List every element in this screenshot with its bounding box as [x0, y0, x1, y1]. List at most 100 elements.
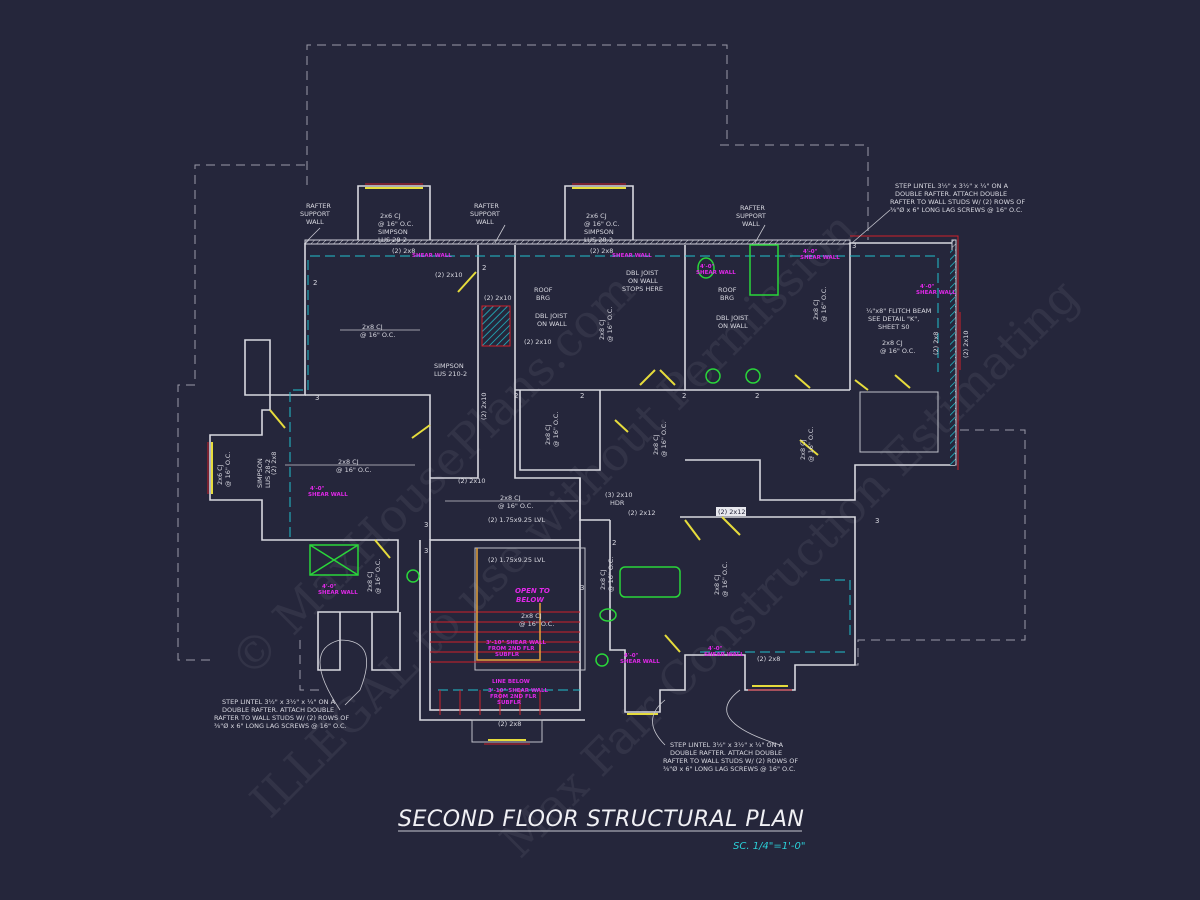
svg-text:RAFTER TO WALL STUDS W/ (2) RO: RAFTER TO WALL STUDS W/ (2) ROWS OF [663, 757, 798, 765]
svg-text:SHEAR WALL: SHEAR WALL [318, 590, 358, 596]
svg-text:SHEAR WALL: SHEAR WALL [800, 255, 840, 261]
plan-title: SECOND FLOOR STRUCTURAL PLAN [398, 807, 804, 832]
svg-text:⅜"Ø x 6" LONG LAG SCREWS @ 16": ⅜"Ø x 6" LONG LAG SCREWS @ 16" O.C. [890, 206, 1023, 214]
svg-text:(2) 2x8: (2) 2x8 [590, 247, 613, 255]
svg-text:SHEAR WALL: SHEAR WALL [620, 659, 660, 665]
fixtures [309, 244, 779, 667]
svg-text:SIMPSON: SIMPSON [584, 228, 614, 236]
svg-text:3: 3 [424, 547, 428, 555]
post-numbers: 2 2 3 2 2 2 2 3 3 3 3 3 2 [313, 242, 879, 592]
svg-text:2: 2 [612, 539, 616, 547]
svg-text:2x6 CJ: 2x6 CJ [380, 212, 401, 220]
svg-text:(2) 2x8: (2) 2x8 [270, 452, 278, 475]
svg-text:2x8 CJ: 2x8 CJ [521, 612, 542, 620]
svg-text:(2) 2x12: (2) 2x12 [628, 509, 656, 517]
svg-text:2x8 CJ: 2x8 CJ [713, 574, 721, 595]
doors [269, 271, 911, 653]
note-step-lintel-left: STEP LINTEL 3½" x 3½" x ¼" ON A DOUBLE R… [214, 698, 349, 730]
svg-text:SIMPSON: SIMPSON [434, 362, 464, 370]
svg-text:BELOW: BELOW [516, 596, 544, 604]
beam-labels: ROOF BRG ROOF BRG DBL JOIST ON WALL DBL … [534, 269, 931, 331]
svg-text:4'-0": 4'-0" [700, 264, 715, 270]
svg-text:DOUBLE RAFTER. ATTACH DOUBLE: DOUBLE RAFTER. ATTACH DOUBLE [222, 706, 334, 714]
svg-text:@ 16" O.C.: @ 16" O.C. [360, 331, 395, 339]
svg-text:2x8 CJ: 2x8 CJ [882, 339, 903, 347]
svg-text:ROOF: ROOF [718, 286, 737, 294]
stair [430, 548, 580, 715]
svg-text:⅜"Ø x 6" LONG LAG SCREWS @ 16": ⅜"Ø x 6" LONG LAG SCREWS @ 16" O.C. [663, 765, 796, 773]
svg-text:SHEAR WALL: SHEAR WALL [916, 290, 956, 296]
svg-text:SHEAR WALL: SHEAR WALL [412, 253, 452, 259]
svg-text:SHEAR WALL: SHEAR WALL [696, 270, 736, 276]
svg-text:(2) 2x10: (2) 2x10 [484, 294, 512, 302]
svg-text:2x8 CJ: 2x8 CJ [544, 424, 552, 445]
svg-text:@ 16" O.C.: @ 16" O.C. [552, 412, 560, 447]
svg-text:4'-0": 4'-0" [310, 486, 325, 492]
window-lintels [207, 183, 961, 745]
svg-text:2x8 CJ: 2x8 CJ [500, 494, 521, 502]
svg-text:ON WALL: ON WALL [718, 322, 748, 330]
svg-text:(2) 2x12: (2) 2x12 [718, 508, 746, 516]
svg-text:STEP LINTEL 3½" x 3½" x ¼" ON: STEP LINTEL 3½" x 3½" x ¼" ON A [670, 741, 784, 749]
svg-text:WALL: WALL [476, 218, 494, 226]
svg-text:(2) 1.75x9.25 LVL: (2) 1.75x9.25 LVL [488, 556, 545, 564]
svg-text:¼"x8" FLITCH BEAM: ¼"x8" FLITCH BEAM [866, 307, 931, 315]
svg-text:@ 16" O.C.: @ 16" O.C. [374, 559, 382, 594]
svg-text:2: 2 [482, 264, 486, 272]
svg-text:DBL JOIST: DBL JOIST [535, 312, 567, 320]
svg-text:2x6 CJ: 2x6 CJ [586, 212, 607, 220]
roof-outline [177, 44, 1026, 691]
svg-text:SUBFLR: SUBFLR [495, 652, 520, 658]
svg-text:@ 16" O.C.: @ 16" O.C. [224, 452, 232, 487]
svg-text:2: 2 [755, 392, 759, 400]
svg-text:RAFTER: RAFTER [474, 202, 499, 210]
svg-text:ON WALL: ON WALL [628, 277, 658, 285]
svg-text:4'-0": 4'-0" [803, 249, 818, 255]
svg-text:3: 3 [580, 584, 584, 592]
svg-text:SIMPSON: SIMPSON [378, 228, 408, 236]
svg-text:@ 16" O.C.: @ 16" O.C. [336, 466, 371, 474]
svg-text:@ 16" O.C.: @ 16" O.C. [807, 427, 815, 462]
svg-text:LINE BELOW: LINE BELOW [492, 679, 530, 685]
open-to-below: OPEN TO BELOW [515, 587, 550, 604]
svg-text:SIMPSON: SIMPSON [256, 458, 264, 488]
svg-text:DBL JOIST: DBL JOIST [716, 314, 748, 322]
svg-text:(2) 2x8: (2) 2x8 [392, 247, 415, 255]
svg-text:(2) 2x10: (2) 2x10 [480, 392, 488, 420]
svg-text:2x8 CJ: 2x8 CJ [366, 571, 374, 592]
note-step-lintel-top: STEP LINTEL 3½" x 3½" x ¼" ON A DOUBLE R… [890, 182, 1025, 214]
svg-text:4'-0": 4'-0" [708, 646, 723, 652]
svg-text:@ 16" O.C.: @ 16" O.C. [820, 287, 828, 322]
svg-text:(2) 2x10: (2) 2x10 [524, 338, 552, 346]
svg-text:(2) 1.75x9.25 LVL: (2) 1.75x9.25 LVL [488, 516, 545, 524]
ceiling-line [289, 250, 955, 691]
svg-text:STEP LINTEL 3½" x 3½" x ¼" ON: STEP LINTEL 3½" x 3½" x ¼" ON A [895, 182, 1009, 190]
svg-text:SHEAR WALL: SHEAR WALL [612, 253, 652, 259]
svg-text:2x8 CJ: 2x8 CJ [599, 569, 607, 590]
svg-text:3: 3 [852, 242, 856, 250]
svg-text:@ 16" O.C.: @ 16" O.C. [721, 562, 729, 597]
svg-text:STOPS HERE: STOPS HERE [622, 285, 663, 293]
svg-text:FROM 2ND FLR: FROM 2ND FLR [488, 646, 535, 652]
svg-text:2x6 CJ: 2x6 CJ [216, 464, 224, 485]
svg-text:(2) 2x10: (2) 2x10 [458, 477, 486, 485]
svg-text:SHEAR WALL: SHEAR WALL [308, 492, 348, 498]
svg-text:4'-0": 4'-0" [920, 284, 935, 290]
svg-text:LUS 28-2: LUS 28-2 [378, 236, 407, 244]
svg-text:2: 2 [682, 392, 686, 400]
header-labels: (2) 2x8 (2) 2x8 (2) 2x10 (2) 2x10 (2) 2x… [270, 247, 970, 728]
svg-text:FROM 2ND FLR: FROM 2ND FLR [490, 694, 537, 700]
svg-text:4'-0": 4'-0" [624, 653, 639, 659]
svg-text:(2) 2x8: (2) 2x8 [757, 655, 780, 663]
svg-text:DBL JOIST: DBL JOIST [626, 269, 658, 277]
svg-text:BRG: BRG [536, 294, 550, 302]
leaders [304, 209, 891, 746]
note-step-lintel-bottom: STEP LINTEL 3½" x 3½" x ¼" ON A DOUBLE R… [663, 741, 798, 773]
svg-text:2x8 CJ: 2x8 CJ [362, 323, 383, 331]
svg-text:HDR: HDR [610, 499, 625, 507]
svg-text:WALL: WALL [742, 220, 760, 228]
svg-text:@ 16" O.C.: @ 16" O.C. [584, 220, 619, 228]
svg-text:(3) 2x10: (3) 2x10 [605, 491, 633, 499]
svg-text:2x8 CJ: 2x8 CJ [598, 319, 606, 340]
